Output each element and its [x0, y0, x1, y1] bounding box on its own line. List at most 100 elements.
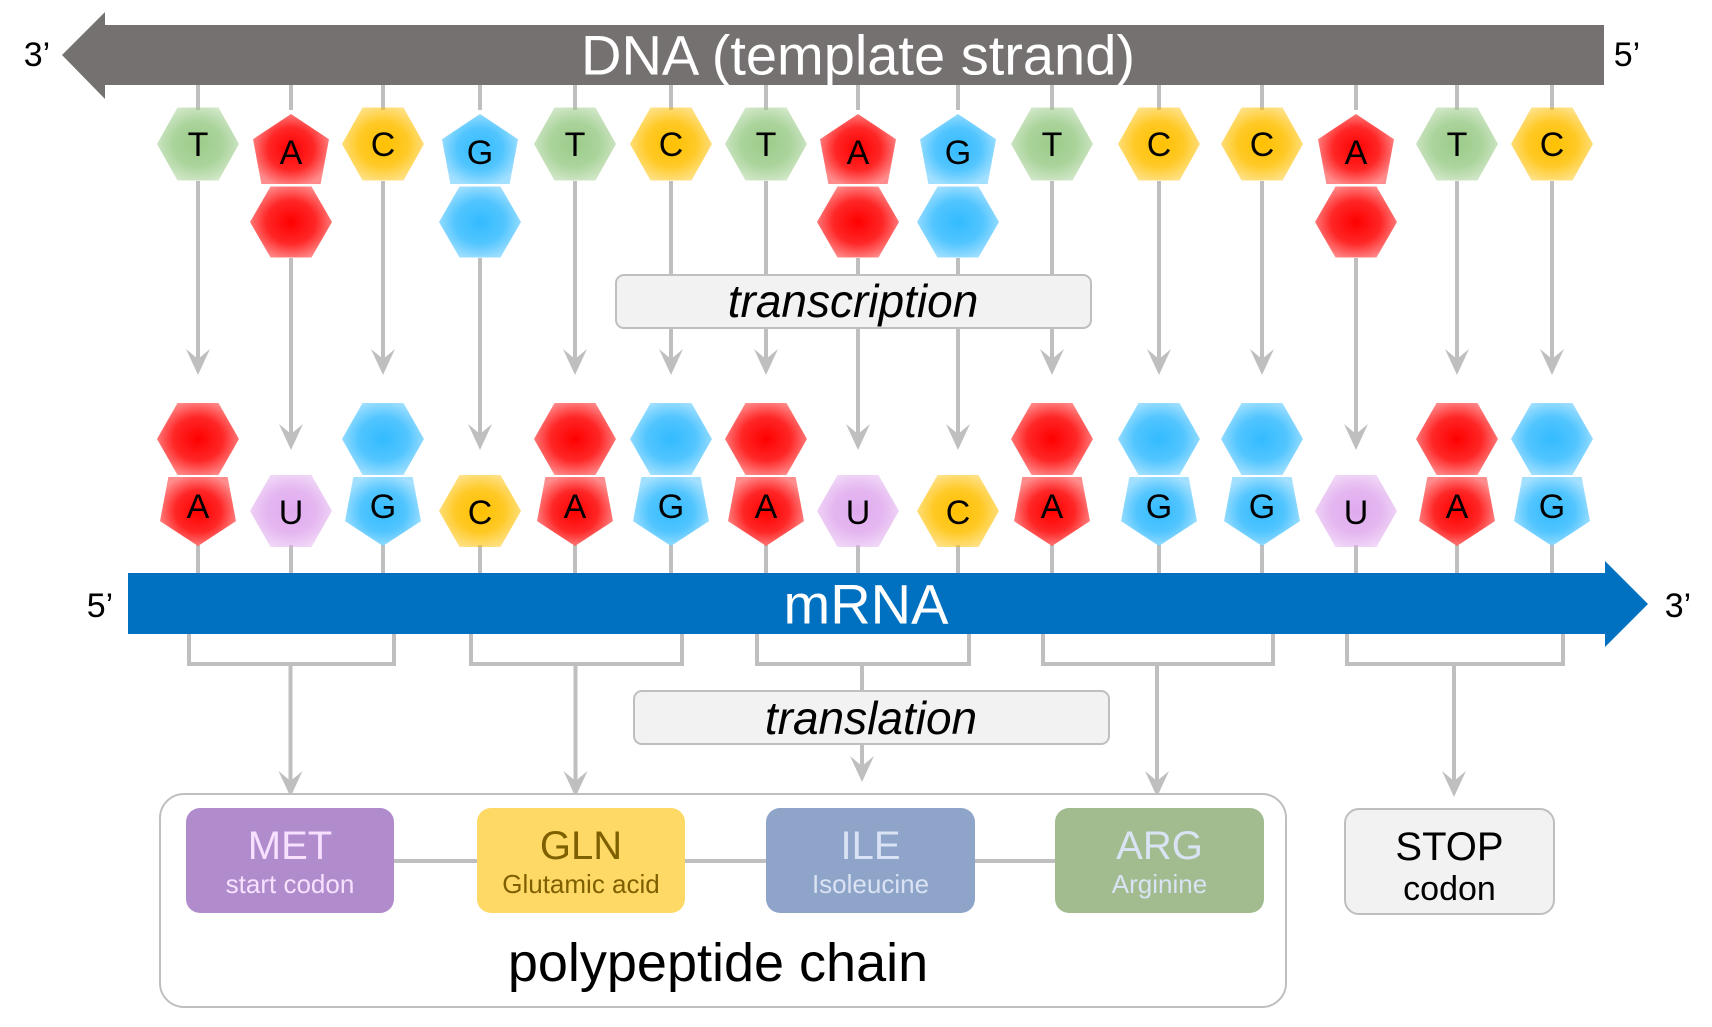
- dna-base-letter: T: [565, 126, 586, 164]
- dna-base: T: [534, 107, 616, 181]
- codon-bracket: [755, 634, 971, 666]
- mrna-base-letter: A: [1041, 488, 1064, 526]
- dna-base-shape: [920, 114, 996, 184]
- mrna-base-letter: G: [370, 488, 396, 526]
- amino-acid-box: [1344, 808, 1555, 915]
- amino-acid-name: start codon: [226, 869, 355, 899]
- transcription-label-box: transcription: [615, 274, 1092, 329]
- dna-base-shape: [534, 107, 616, 181]
- dna-5prime-label: 5’: [1614, 36, 1640, 74]
- amino-acid-code: MET: [248, 824, 332, 868]
- mrna-base-complement-shape: [630, 403, 712, 475]
- mrna-base: C: [917, 475, 999, 547]
- dna-base-letter: T: [1447, 126, 1468, 164]
- mrna-base: U: [1315, 475, 1397, 547]
- mrna-strand-title: mRNA: [784, 573, 950, 636]
- polypeptide-chain: polypeptide chain: [159, 793, 1287, 1008]
- dna-base-letter: C: [1540, 126, 1565, 164]
- dna-base-complement-shape: [917, 186, 999, 258]
- dna-base-shape: [1416, 107, 1498, 181]
- mrna-base-shape: [1514, 477, 1590, 546]
- dna-base-complement-shape: [1315, 186, 1397, 258]
- amino-acid-name: Glutamic acid: [502, 869, 660, 899]
- dna-base-letter: A: [847, 134, 870, 172]
- mrna-base-letter: A: [187, 488, 210, 526]
- codon-bracket: [1041, 634, 1275, 666]
- mrna-base-letter: G: [1539, 488, 1565, 526]
- codon-bracket: [187, 634, 396, 666]
- arrow-head-icon: [846, 424, 870, 450]
- dna-base-letter: A: [280, 134, 303, 172]
- codon-bracket: [1345, 634, 1565, 666]
- dna-base: G: [917, 114, 999, 258]
- mrna-base-letter: A: [755, 488, 778, 526]
- mrna-base-shape: [439, 475, 521, 547]
- amino-acid-name: codon: [1403, 870, 1496, 908]
- mrna-base-shape: [537, 477, 613, 546]
- dna-base-letter: C: [1147, 126, 1172, 164]
- arrow-head-icon: [850, 756, 874, 782]
- arrow-head-icon: [278, 771, 303, 797]
- mrna-base-complement-shape: [342, 403, 424, 475]
- mrna-5prime-label: 5’: [87, 587, 113, 625]
- mrna-base-shape: [917, 475, 999, 547]
- amino-acid-code: GLN: [540, 824, 622, 868]
- mrna-strand-arrow: [128, 561, 1648, 647]
- mrna-base-shape: [1315, 475, 1397, 547]
- amino-acid-code: STOP: [1395, 825, 1503, 869]
- arrow-head-icon: [1344, 424, 1368, 450]
- mrna-base: G: [630, 403, 712, 546]
- dna-base: T: [1011, 107, 1093, 181]
- dna-base-shape: [342, 107, 424, 181]
- mrna-base-complement-shape: [1221, 403, 1303, 475]
- arrow-head-icon: [563, 349, 587, 375]
- dna-base: T: [1416, 107, 1498, 181]
- dna-base-complement-shape: [250, 186, 332, 258]
- mrna-base-shape: [250, 475, 332, 547]
- amino-acid-box: [1055, 808, 1264, 913]
- mrna-base-letter: U: [279, 494, 304, 532]
- arrow-head-icon: [1445, 349, 1469, 375]
- amino-acid-name: Isoleucine: [812, 869, 929, 899]
- amino-acid-code: ARG: [1116, 824, 1203, 868]
- dna-base: A: [817, 114, 899, 258]
- mrna-3prime-label: 3’: [1665, 587, 1691, 625]
- amino-acid-box: [186, 808, 394, 913]
- dna-base-shape: [442, 114, 518, 184]
- mrna-strand: mRNA 5’ 3’: [87, 561, 1691, 647]
- mrna-base: U: [250, 475, 332, 547]
- arrow-head-icon: [186, 349, 210, 375]
- mrna-base: A: [534, 403, 616, 546]
- dna-base: T: [157, 107, 239, 181]
- mrna-base-letter: C: [946, 494, 971, 532]
- arrow-head-icon: [946, 424, 970, 450]
- translation-label: translation: [765, 692, 977, 744]
- arrow-head-icon: [1147, 349, 1171, 375]
- mrna-base-shape: [1014, 477, 1090, 546]
- dna-base-letter: C: [659, 126, 684, 164]
- dna-base: T: [725, 107, 807, 181]
- dna-base: C: [1221, 107, 1303, 181]
- mrna-base-shape: [345, 477, 421, 546]
- mrna-base: A: [1011, 403, 1093, 546]
- arrow-head-icon: [1442, 771, 1466, 797]
- dna-strand-title: DNA (template strand): [581, 24, 1135, 87]
- dna-base: C: [1511, 107, 1593, 181]
- arrow-head-icon: [659, 349, 683, 375]
- arrow-head-icon: [754, 349, 778, 375]
- dna-base-letter: A: [1345, 134, 1368, 172]
- dna-strand: DNA (template strand) 3’ 5’: [24, 12, 1640, 99]
- dna-base-complement-shape: [439, 186, 521, 258]
- arrow-head-icon: [468, 424, 492, 450]
- dna-base-letter: G: [945, 134, 971, 172]
- arrow-head-icon: [1145, 771, 1169, 797]
- mrna-base: G: [1511, 403, 1593, 546]
- amino-acid-box: [766, 808, 975, 913]
- amino-acid-code: ILE: [840, 824, 900, 868]
- dna-base-shape: [1318, 114, 1394, 184]
- mrna-base-shape: [1419, 477, 1495, 546]
- mrna-base-complement-shape: [1511, 403, 1593, 475]
